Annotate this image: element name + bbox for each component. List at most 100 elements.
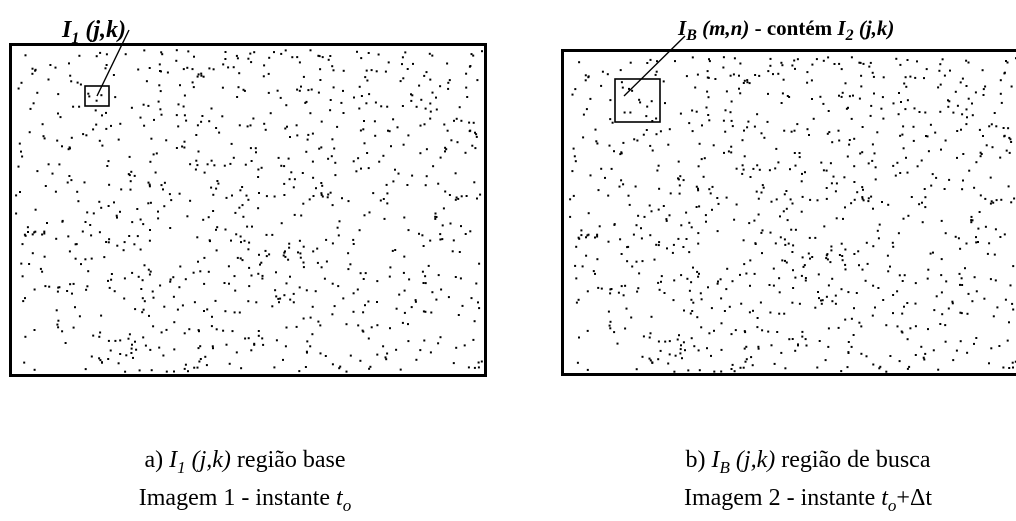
particle-dot [418, 232, 420, 235]
particle-dot [660, 280, 662, 283]
particle-dot [439, 238, 442, 241]
particle-dot [606, 73, 609, 76]
particle-dot [900, 330, 903, 333]
particle-dot [902, 147, 905, 150]
particle-dot [481, 50, 483, 53]
particle-dot [940, 148, 942, 151]
particle-dot [107, 339, 110, 342]
particle-dot [338, 220, 341, 223]
particle-dot [906, 59, 909, 61]
particle-dot [754, 74, 757, 76]
particle-dot [203, 310, 205, 312]
particle-dot [840, 95, 843, 98]
particle-dot [142, 223, 145, 226]
particle-dot [238, 206, 241, 209]
particle-dot [57, 319, 60, 322]
particle-dot [475, 133, 478, 136]
particle-dot [212, 68, 215, 71]
particle-dot [298, 239, 301, 242]
particle-dot [608, 324, 611, 327]
base-region-symbol: I [62, 17, 72, 43]
particle-dot [175, 114, 178, 117]
particle-dot [780, 351, 783, 354]
particle-dot [869, 114, 872, 117]
particle-dot [801, 256, 804, 259]
particle-dot [943, 74, 946, 77]
particle-dot [22, 300, 25, 303]
particle-dot [846, 366, 849, 369]
particle-dot [238, 72, 241, 75]
particle-dot [825, 295, 828, 298]
particle-dot [363, 214, 366, 217]
particle-dot [383, 217, 386, 220]
particle-dot [139, 248, 142, 251]
caption-image-2: b) IB (j,k) região de busca Imagem 2 - i… [600, 445, 1016, 521]
particle-dot [229, 162, 232, 165]
particle-dot [649, 359, 652, 362]
particle-dot [366, 79, 369, 82]
particle-dot [159, 284, 162, 287]
caption-b-time-subscript: o [887, 495, 897, 515]
particle-dot [820, 299, 822, 302]
particle-dot [742, 168, 745, 171]
particle-dot [127, 337, 130, 340]
particle-dot [844, 263, 847, 266]
particle-dot [238, 311, 241, 314]
particle-dot [152, 325, 155, 328]
particle-dot [370, 69, 373, 72]
particle-dot [642, 133, 645, 136]
particle-dot [1003, 233, 1006, 236]
particle-dot [956, 104, 959, 107]
particle-dot [422, 245, 425, 247]
particle-dot [586, 329, 589, 332]
particle-dot [369, 365, 372, 368]
particle-dot [577, 298, 580, 301]
particle-dot [279, 297, 282, 300]
particle-dot [225, 343, 228, 346]
particle-dot [716, 230, 719, 233]
particle-dot [677, 237, 680, 240]
particle-dot [295, 325, 298, 328]
particle-dot [597, 189, 600, 192]
particle-dot [585, 236, 587, 239]
particle-dot [657, 281, 660, 284]
particle-dot [760, 191, 763, 194]
particle-dot [101, 361, 103, 364]
particle-dot [658, 288, 661, 291]
particle-dot [183, 332, 186, 335]
particle-dot [175, 147, 178, 149]
particle-dot [239, 189, 242, 192]
particle-dot [460, 225, 462, 228]
particle-dot [818, 297, 820, 300]
particle-dot [892, 102, 895, 105]
particle-dot [889, 355, 892, 357]
particle-dot [841, 255, 844, 257]
particle-dot [742, 366, 745, 369]
contained-region-subscript: 2 [845, 27, 854, 45]
particle-dot [134, 308, 137, 311]
particle-dot [392, 118, 395, 121]
particle-dot [777, 72, 780, 75]
particle-dot [362, 128, 365, 131]
particle-dot [816, 366, 819, 369]
particle-dot [70, 80, 73, 83]
particle-dot [168, 193, 171, 196]
particle-dot [668, 214, 671, 217]
particle-dot [677, 177, 679, 180]
particle-dot [720, 370, 723, 373]
particle-dot [152, 153, 155, 156]
particle-dot [58, 286, 61, 289]
particle-dot [861, 151, 864, 154]
particle-dot [276, 89, 279, 92]
particle-dot [260, 261, 263, 264]
particle-dot [658, 187, 661, 190]
particle-dot [796, 123, 799, 126]
particle-dot [575, 245, 578, 248]
particle-dot [673, 370, 676, 373]
particle-dot [41, 123, 44, 126]
search-region-contains-text: - contém [749, 16, 838, 40]
particle-dot [378, 160, 381, 163]
particle-dot [846, 155, 849, 158]
particle-dot [850, 56, 853, 59]
particle-dot [70, 136, 73, 139]
